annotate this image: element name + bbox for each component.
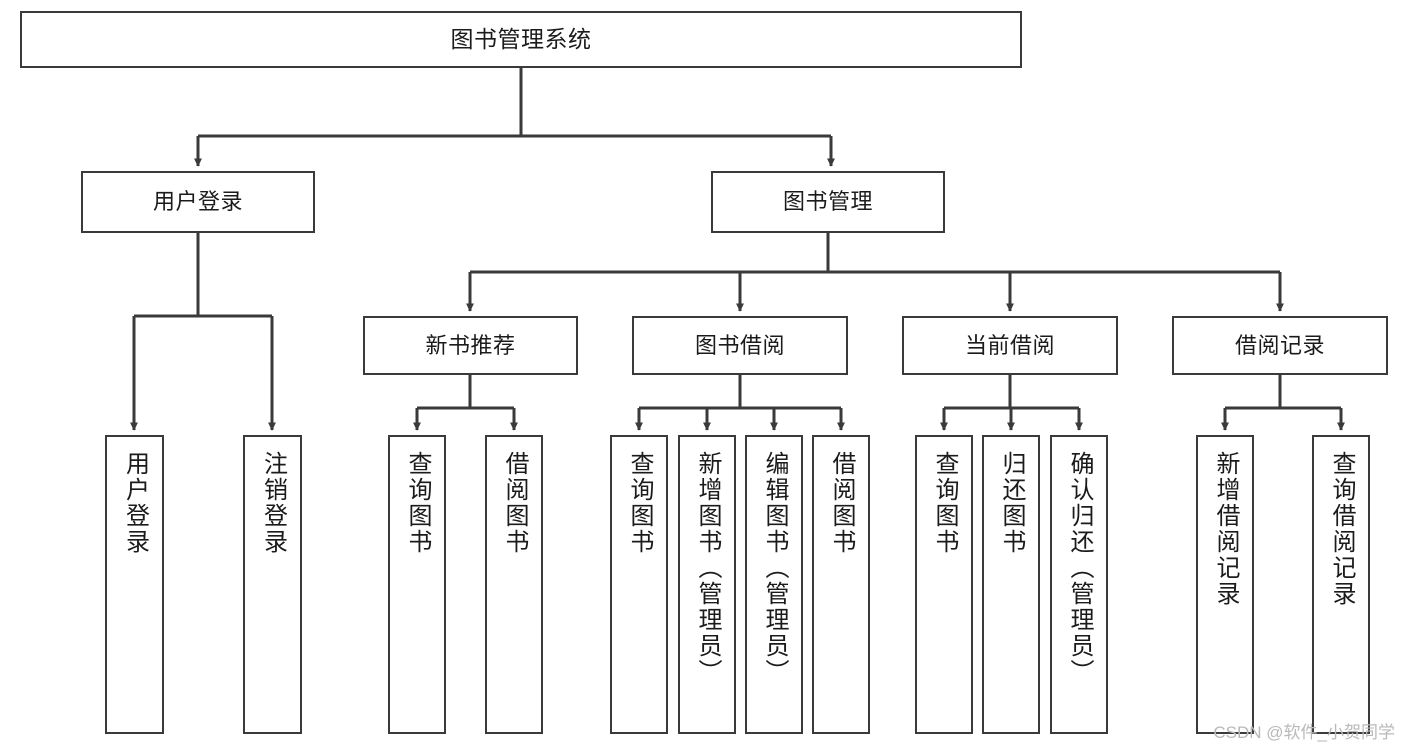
- leaf-node-12[interactable]: 新增借阅记录: [1196, 435, 1254, 734]
- node-label: 图书管理系统: [450, 25, 592, 52]
- node-label: 注销登录: [259, 451, 287, 555]
- level3-node-4[interactable]: 借阅记录: [1172, 316, 1388, 375]
- leaf-node-8[interactable]: 借阅图书: [812, 435, 870, 734]
- node-label: 图书借阅: [694, 332, 785, 358]
- level2-node-1[interactable]: 用户登录: [81, 171, 315, 233]
- level3-node-3[interactable]: 当前借阅: [902, 316, 1118, 375]
- leaf-node-6[interactable]: 新增图书（管理员）: [678, 435, 736, 734]
- leaf-node-13[interactable]: 查询借阅记录: [1312, 435, 1370, 734]
- node-label: 新增借阅记录: [1212, 451, 1239, 607]
- leaf-node-10[interactable]: 归还图书: [982, 435, 1040, 734]
- leaf-node-4[interactable]: 借阅图书: [485, 435, 543, 734]
- node-label: 查询图书: [626, 451, 653, 555]
- node-label: 用户登录: [152, 189, 243, 215]
- node-label: 确认归还（管理员）: [1066, 451, 1093, 685]
- node-label: 编辑图书（管理员）: [761, 451, 788, 685]
- node-label: 当前借阅: [964, 332, 1055, 358]
- node-label: 借阅记录: [1234, 332, 1325, 358]
- node-label: 借阅图书: [828, 451, 855, 555]
- leaf-node-7[interactable]: 编辑图书（管理员）: [745, 435, 803, 734]
- level3-node-2[interactable]: 图书借阅: [632, 316, 848, 375]
- node-label: 用户登录: [121, 451, 149, 555]
- node-label: 借阅图书: [501, 451, 528, 555]
- level3-node-1[interactable]: 新书推荐: [363, 316, 578, 375]
- leaf-node-9[interactable]: 查询图书: [915, 435, 973, 734]
- node-label: 图书管理: [782, 189, 873, 215]
- root-node[interactable]: 图书管理系统: [20, 11, 1022, 68]
- node-label: 查询借阅记录: [1328, 451, 1355, 607]
- level2-node-2[interactable]: 图书管理: [711, 171, 945, 233]
- leaf-node-3[interactable]: 查询图书: [388, 435, 446, 734]
- leaf-node-1[interactable]: 用户登录: [105, 435, 164, 734]
- leaf-node-2[interactable]: 注销登录: [243, 435, 302, 734]
- leaf-node-11[interactable]: 确认归还（管理员）: [1050, 435, 1108, 734]
- leaf-node-5[interactable]: 查询图书: [610, 435, 668, 734]
- node-label: 新增图书（管理员）: [694, 451, 721, 685]
- node-label: 归还图书: [998, 451, 1025, 555]
- node-label: 查询图书: [404, 451, 431, 555]
- node-label: 新书推荐: [425, 332, 516, 358]
- node-label: 查询图书: [931, 451, 958, 555]
- watermark-label: CSDN @软件_小贺同学: [1213, 723, 1395, 742]
